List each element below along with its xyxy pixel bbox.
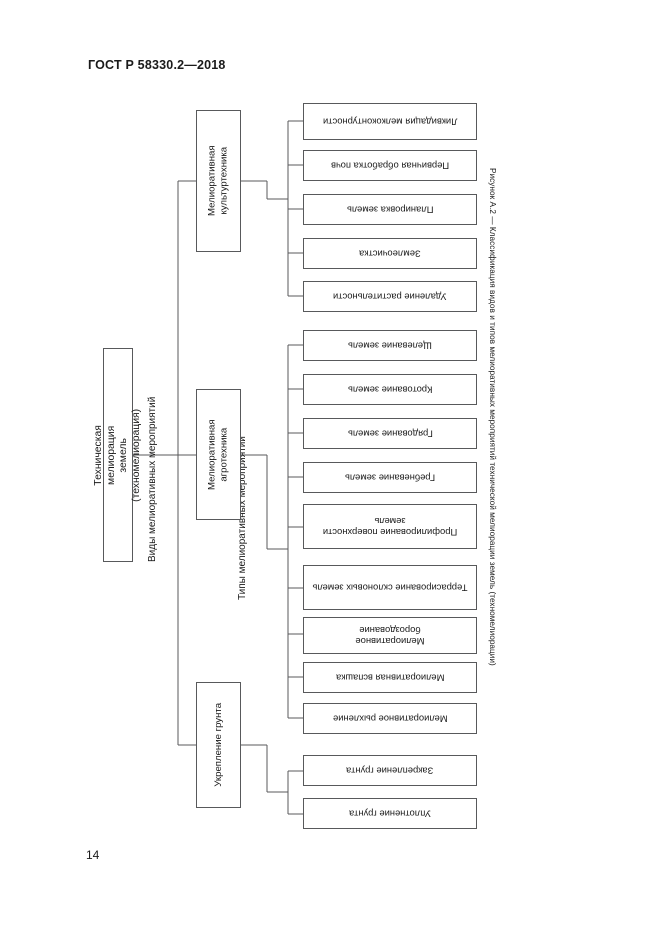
- leaf-label: Мелиоративное рыхление: [332, 713, 448, 725]
- page-number: 14: [86, 848, 100, 862]
- leaf-label: Кротование земель: [347, 384, 433, 396]
- leaf-meliorativnoe-ryhlenie[interactable]: Мелиоративное рыхление: [303, 703, 477, 734]
- leaf-meliorativnoe-borozdovanie[interactable]: Мелиоративное бороздование: [303, 617, 477, 654]
- node-branch-ukreplenie-grunta-label: Укрепление грунта: [212, 703, 224, 787]
- leaf-krotovanie-zemel[interactable]: Кротование земель: [303, 374, 477, 405]
- leaf-likvidaciya-melkokonturnosti[interactable]: Ликвидация мелкоконтурности: [303, 103, 477, 140]
- leaf-label: Гребневание земель: [344, 472, 436, 484]
- leaf-terrasirovanie-sklonovyh-zemel[interactable]: Террасирование склоновых земель: [303, 565, 477, 610]
- leaf-label: Мелиоративное бороздование: [355, 624, 425, 647]
- node-branch-agrotehnika-label: Мелиоративная агротехника: [206, 419, 230, 490]
- node-root-label: Техническая мелиорация земель (техномели…: [92, 408, 142, 502]
- leaf-label: Закрепление грунта: [346, 765, 434, 777]
- leaf-label: Грядование земель: [347, 428, 433, 440]
- leaf-udalenie-rastitelnosti[interactable]: Удаление растительности: [303, 281, 477, 312]
- leaf-gryadovanie-zemel[interactable]: Грядование земель: [303, 418, 477, 449]
- leaf-schelevanie-zemel[interactable]: Щелевание земель: [303, 330, 477, 361]
- node-branch-ukreplenie-grunta[interactable]: Укрепление грунта: [196, 682, 241, 808]
- leaf-planirovka-zemel[interactable]: Планировка земель: [303, 194, 477, 225]
- leaf-profilirovanie-poverhnosti-zemel[interactable]: Профилирование поверхности земель: [303, 504, 477, 549]
- leaf-label: Землеочистка: [359, 248, 421, 260]
- leaf-label: Удаление растительности: [333, 291, 447, 303]
- leaf-pervichnaya-obrabotka-pochv[interactable]: Первичная обработка почв: [303, 150, 477, 181]
- leaf-zemleochistka[interactable]: Землеочистка: [303, 238, 477, 269]
- leaf-label: Профилирование поверхности земель: [322, 515, 458, 538]
- node-branch-agrotehnika[interactable]: Мелиоративная агротехника: [196, 389, 241, 520]
- leaf-label: Щелевание земель: [348, 340, 432, 352]
- leaf-label: Мелиоративная вспашка: [335, 672, 445, 684]
- leaf-meliorativnaya-vspashka[interactable]: Мелиоративная вспашка: [303, 662, 477, 693]
- leaf-label: Планировка земель: [346, 204, 434, 216]
- leaf-uplotnenie-grunta[interactable]: Уплотнение грунта: [303, 798, 477, 829]
- node-root[interactable]: Техническая мелиорация земель (техномели…: [93, 348, 142, 562]
- leaf-label: Первичная обработка почв: [330, 160, 450, 172]
- leaf-label: Ликвидация мелкоконтурности: [322, 116, 458, 128]
- leaf-zakreplenie-grunta[interactable]: Закрепление грунта: [303, 755, 477, 786]
- leaf-label: Террасирование склоновых земель: [312, 582, 468, 594]
- node-branch-kulturtehnika[interactable]: Мелиоративная культуртехника: [196, 110, 241, 252]
- axis-label-kinds: Виды мелиоративных мероприятий: [147, 396, 158, 562]
- leaf-grebnevanie-zemel[interactable]: Гребневание земель: [303, 462, 477, 493]
- leaf-label: Уплотнение грунта: [349, 808, 431, 820]
- standard-number-header: ГОСТ Р 58330.2—2018: [88, 58, 226, 72]
- node-branch-kulturtehnika-label: Мелиоративная культуртехника: [206, 145, 230, 217]
